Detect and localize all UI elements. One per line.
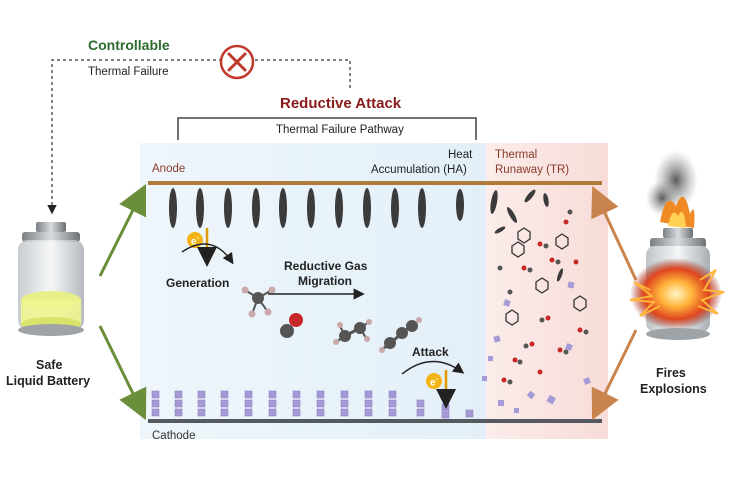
safe-to-cathode-arrow (98, 325, 147, 421)
molecule-chain (379, 317, 422, 353)
safe-battery-label-1: Safe (36, 358, 63, 372)
safe-battery-label-2: Liquid Battery (6, 374, 91, 388)
thermal-runaway-label-1: Thermal (495, 149, 538, 161)
exploding-battery-icon (629, 150, 725, 340)
reductive-subtitle: Thermal Failure Pathway (276, 124, 404, 136)
electron-icon-attack: e- (427, 372, 441, 388)
electrolyte-region (140, 143, 486, 439)
safe-battery-icon (18, 222, 84, 336)
cross-icon (219, 44, 255, 80)
electron-symbol: e (191, 236, 197, 248)
electron-charge: - (196, 235, 199, 242)
cathode-label: Cathode (152, 430, 196, 442)
anode-electrode (148, 181, 602, 185)
fires-label-1: Fires (656, 366, 686, 380)
electron-icon-generation: e- (188, 231, 202, 247)
graphite-layers (169, 188, 464, 228)
molecule-ethylene (333, 319, 372, 345)
fires-label-2: Explosions (640, 382, 707, 396)
fires-to-anode-arrow (591, 185, 638, 281)
electron-charge: - (435, 376, 438, 383)
runaway-species (482, 189, 591, 413)
safe-to-anode-arrow (98, 183, 147, 277)
reductive-title: Reductive Attack (280, 95, 402, 112)
electron-generation (181, 228, 234, 267)
cathode-electrode (148, 419, 602, 423)
migration-label-1: Reductive Gas (284, 259, 368, 273)
controllable-dashed-path (47, 59, 351, 215)
thermal-runaway-label-2: Runaway (TR) (495, 164, 570, 176)
controllable-title: Controllable (88, 37, 170, 53)
molecule-methane (241, 286, 276, 318)
controllable-subtitle: Thermal Failure (88, 66, 169, 78)
electron-attack (401, 360, 465, 409)
thermal-runaway-region (486, 143, 608, 439)
heat-accumulation-label-1: Heat (448, 149, 473, 161)
electron-symbol: e (430, 377, 436, 389)
pathway-bracket (177, 117, 477, 140)
heat-accumulation-label-2: Accumulation (HA) (371, 164, 467, 176)
attack-label: Attack (412, 345, 449, 359)
molecule-co (280, 313, 303, 338)
generation-label: Generation (166, 276, 230, 290)
migration-label-2: Migration (298, 274, 352, 288)
anode-label: Anode (152, 163, 186, 175)
fires-to-cathode-arrow (591, 329, 638, 421)
